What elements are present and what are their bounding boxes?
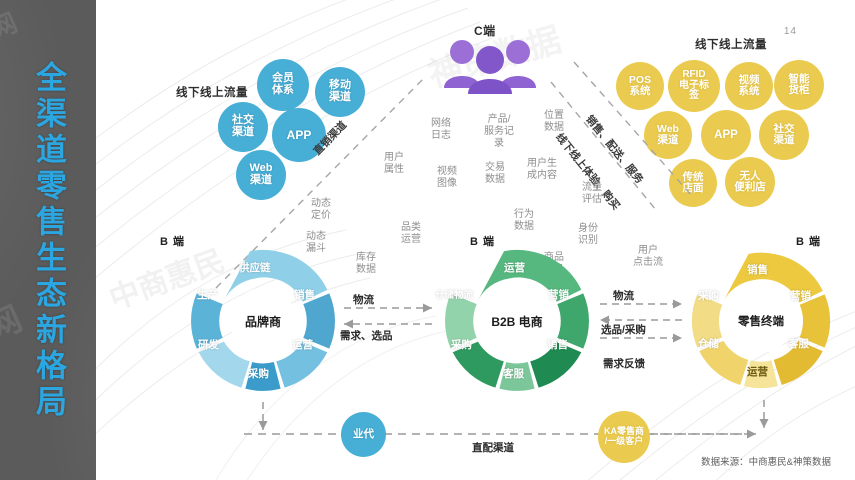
b2b-donut-chart[interactable] — [441, 245, 593, 397]
b2b-segment-operations: 运营 — [504, 262, 525, 274]
retail-segment-sales: 销售 — [747, 264, 768, 276]
b2b-segment-service: 客服 — [503, 368, 524, 380]
sidebar: 网 网 全渠道零售生态新格局 — [0, 0, 96, 480]
connector-label-logistics-left: 物流 — [353, 294, 374, 306]
bubble-web-channel-right[interactable]: Web 渠道 — [644, 111, 692, 159]
cloud-word-funnel: 动态 漏斗 — [306, 231, 326, 254]
diagram-area: 中商惠民 神策数据 14 C端 线下线上流量 线下线上流量 会员 体系 移动 渠… — [96, 0, 855, 480]
cloud-word-behavior: 行为 数据 — [514, 209, 534, 232]
cloud-word-product-service: 产品/ 服务记 录 — [484, 114, 514, 149]
connector-label-demand-feedback: 需求反馈 — [603, 358, 645, 370]
left-traffic-label: 线下线上流量 — [176, 87, 248, 99]
retail-donut-center: 零售终端 — [729, 289, 793, 353]
connector-label-selection-purchase: 选品/采购 — [601, 324, 646, 336]
data-source-footnote: 数据来源：中商惠民&神策数据 — [701, 457, 831, 468]
bubble-unmanned-store[interactable]: 无人 便利店 — [725, 157, 775, 207]
bubble-web-channel[interactable]: Web 渠道 — [236, 150, 286, 200]
bubble-ka-retailer[interactable]: KA零售商 /一级客户 — [598, 411, 650, 463]
cloud-word-location: 位置 数据 — [544, 110, 564, 133]
brand-donut-chart[interactable] — [187, 245, 339, 397]
page-number: 14 — [783, 26, 797, 37]
cloud-word-weblog: 网络 日志 — [431, 118, 451, 141]
brand-segment-sales: 销售 — [294, 289, 315, 301]
retail-donut-chart[interactable] — [688, 248, 834, 394]
right-traffic-label: 线下线上流量 — [695, 39, 767, 51]
bubble-video-system[interactable]: 视频 系统 — [725, 62, 773, 110]
connector-label-demand-selection: 需求、选品 — [340, 330, 393, 342]
brand-segment-rd: 研发 — [198, 339, 219, 351]
cloud-word-traffic-eval: 流量 评估 — [582, 182, 602, 205]
cloud-word-ugc: 用户生 成内容 — [527, 158, 557, 181]
cloud-word-user-attr: 用户 属性 — [384, 152, 404, 175]
brand-donut-tag: B 端 — [160, 236, 185, 248]
people-icon — [444, 40, 536, 94]
cloud-word-category-ops: 品类 运营 — [401, 222, 421, 245]
cloud-word-identity: 身份 识别 — [578, 223, 598, 246]
bubble-social-channel-right[interactable]: 社交 渠道 — [759, 110, 809, 160]
cloud-word-inventory: 库存 数据 — [356, 252, 376, 275]
bubble-traditional-store[interactable]: 传统 店面 — [669, 159, 717, 207]
brand-segment-procurement: 采购 — [248, 368, 269, 380]
bubble-social-channel[interactable]: 社交 渠道 — [218, 102, 268, 152]
retail-segment-warehouse: 仓储 — [698, 338, 719, 350]
direct-distribution-label: 直配渠道 — [472, 442, 514, 454]
brand-segment-production: 生产 — [197, 289, 218, 301]
retail-segment-service: 客服 — [788, 338, 809, 350]
cloud-word-dynamic-price: 动态 定价 — [311, 198, 331, 221]
bubble-sales-agent[interactable]: 业代 — [341, 412, 386, 457]
retail-segment-operations: 运营 — [747, 366, 768, 378]
page-title: 全渠道零售生态新格局 — [31, 61, 66, 421]
bubble-rfid-tag[interactable]: RFID 电子标 签 — [668, 60, 720, 112]
bubble-mobile-channel[interactable]: 移动 渠道 — [315, 67, 365, 117]
connector-label-logistics-right: 物流 — [613, 290, 634, 302]
retail-segment-procurement: 采购 — [698, 290, 719, 302]
bubble-app-right[interactable]: APP — [701, 110, 751, 160]
b2b-segment-warehouse: 仓储物流 — [435, 290, 474, 301]
b2b-segment-marketing: 营销 — [548, 289, 569, 301]
bubble-pos-system[interactable]: POS 系统 — [616, 62, 664, 110]
b2b-segment-procurement: 采购 — [451, 339, 472, 351]
b2b-donut-center: B2B 电商 — [484, 288, 550, 354]
brand-donut-center: 品牌商 — [230, 288, 296, 354]
cloud-word-video-image: 视频 图像 — [437, 166, 457, 189]
cloud-word-user-click: 用户 点击流 — [633, 245, 663, 268]
bubble-member-system[interactable]: 会员 体系 — [257, 59, 309, 111]
retail-segment-marketing: 营销 — [790, 290, 811, 302]
b2b-segment-sales: 销售 — [547, 339, 568, 351]
retail-donut-tag: B 端 — [796, 236, 821, 248]
cloud-word-transaction: 交易 数据 — [485, 162, 505, 185]
bubble-smart-cabinet[interactable]: 智能 货柜 — [774, 60, 824, 110]
sidebar-texture — [0, 0, 96, 480]
b2b-donut-tag: B 端 — [470, 236, 495, 248]
brand-segment-supply-chain: 供应链 — [239, 262, 271, 274]
brand-segment-operations: 运营 — [292, 339, 313, 351]
consumer-label: C端 — [474, 24, 496, 38]
